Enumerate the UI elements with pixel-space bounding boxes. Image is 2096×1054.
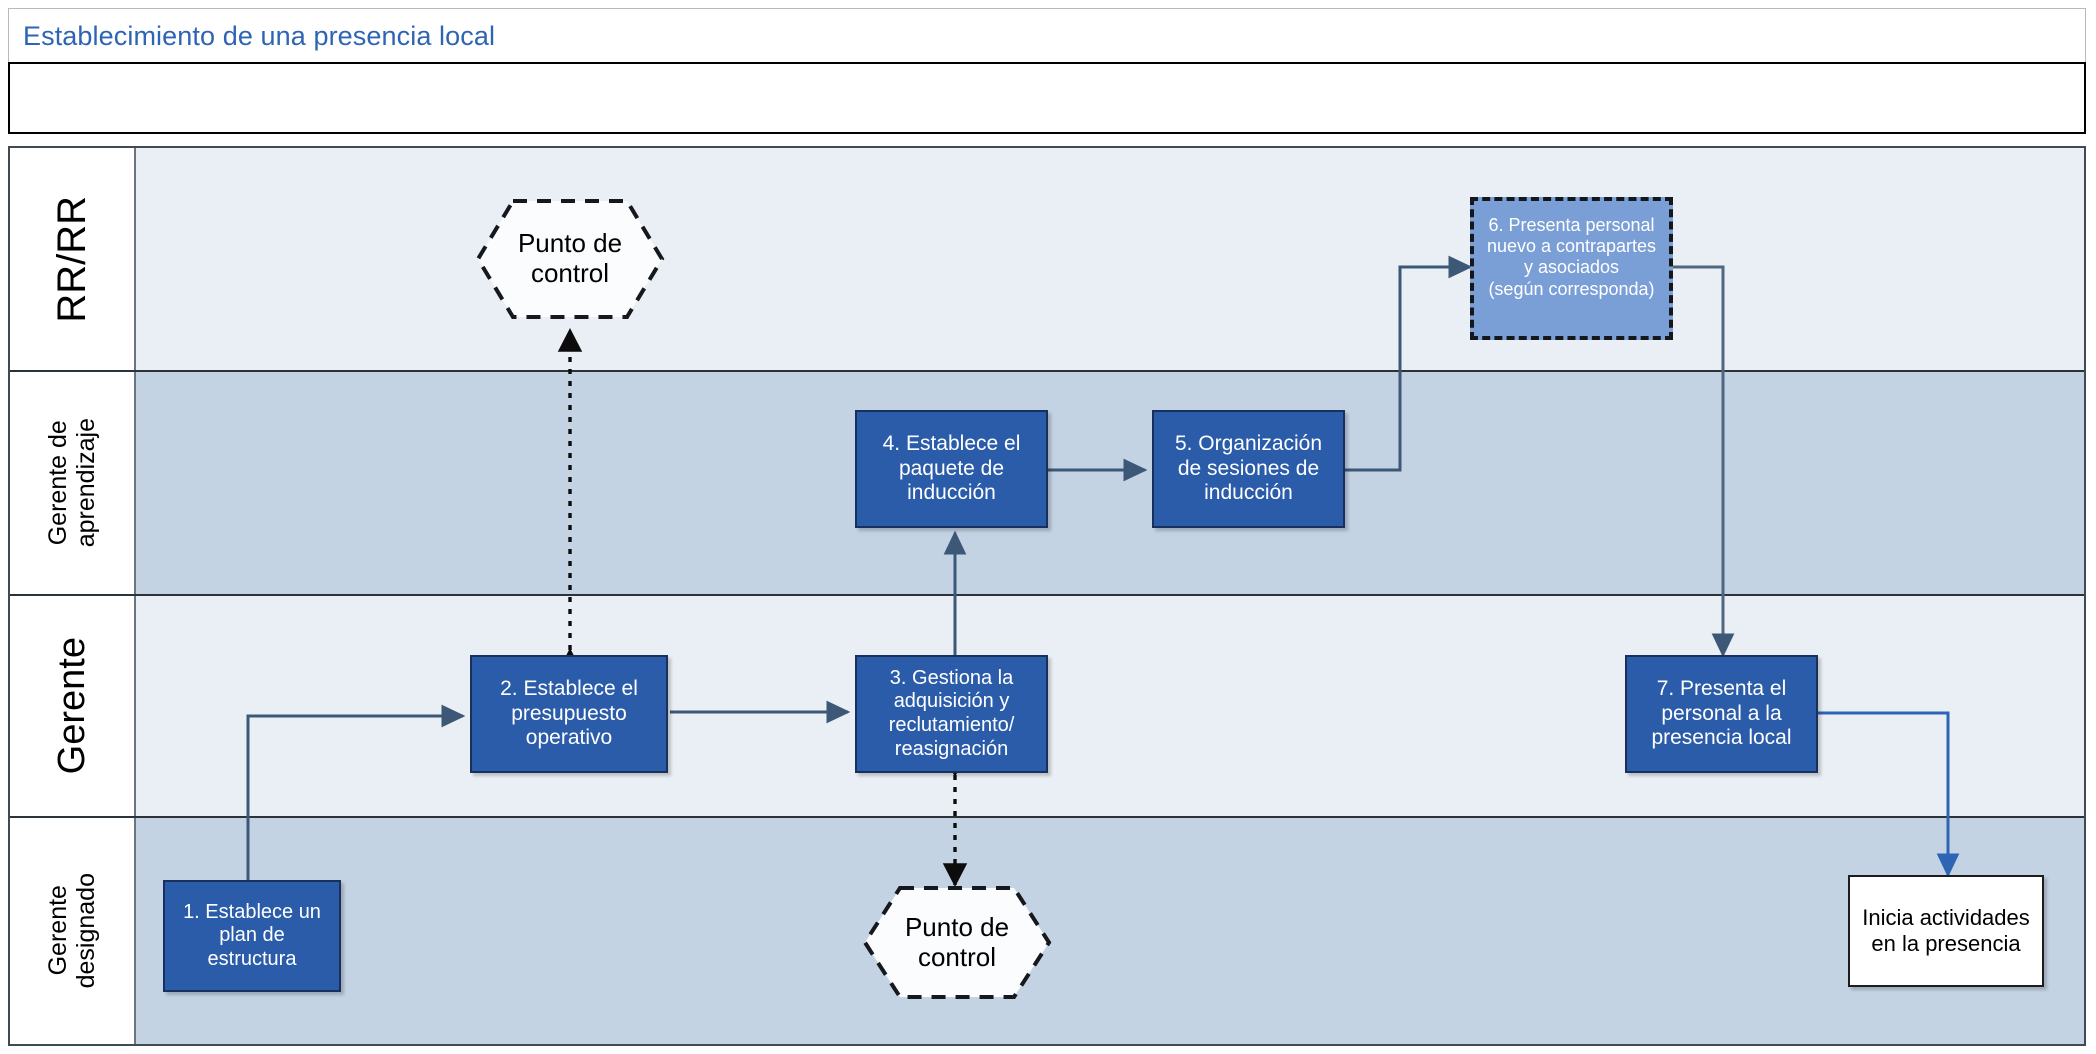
swimlane-body-rr (136, 148, 2084, 370)
subtitle-band (8, 62, 2086, 134)
title-band: Establecimiento de una presencia local (8, 8, 2086, 62)
node-end-inicia-actividades[interactable]: Inicia actividades en la presencia (1848, 875, 2044, 987)
checkpoint-bottom-label: Punto de control (904, 911, 1010, 972)
node-step-2[interactable]: 2. Establece el presupuesto operativo (470, 655, 668, 773)
checkpoint-bottom-node[interactable]: Punto de control (862, 885, 1052, 1000)
swimlane-grid: RR/RR Gerente de aprendizaje Gerente Ger… (8, 146, 2086, 1046)
swimlane-label-rr: RR/RR (49, 195, 94, 323)
node-step-6[interactable]: 6. Presenta personal nuevo a contraparte… (1470, 197, 1673, 340)
swimlane-header-gerente: Gerente (10, 596, 136, 816)
checkpoint-top-label: Punto de control (517, 228, 623, 288)
swimlane-header-gerente-designado: Gerente designado (10, 818, 136, 1044)
swimlane-gerente-aprendizaje: Gerente de aprendizaje (10, 372, 2084, 596)
node-step-7[interactable]: 7. Presenta el personal a la presencia l… (1625, 655, 1818, 773)
swimlane-body-gerente-aprendizaje (136, 372, 2084, 594)
swimlane-label-gerente-aprendizaje: Gerente de aprendizaje (44, 418, 100, 548)
page-title: Establecimiento de una presencia local (23, 21, 496, 51)
node-step-5[interactable]: 5. Organización de sesiones de inducción (1152, 410, 1345, 528)
swimlane-body-gerente-designado (136, 818, 2084, 1044)
node-step-3[interactable]: 3. Gestiona la adquisición y reclutamien… (855, 655, 1048, 773)
swimlane-label-gerente-designado: Gerente designado (44, 873, 100, 989)
swimlane-header-rr: RR/RR (10, 148, 136, 370)
node-step-1[interactable]: 1. Establece un plan de estructura (163, 880, 341, 992)
checkpoint-top-node[interactable]: Punto de control (475, 198, 665, 320)
swimlane-rr: RR/RR (10, 148, 2084, 372)
node-step-4[interactable]: 4. Establece el paquete de inducción (855, 410, 1048, 528)
swimlane-header-gerente-aprendizaje: Gerente de aprendizaje (10, 372, 136, 594)
swimlane-label-gerente: Gerente (50, 637, 93, 775)
